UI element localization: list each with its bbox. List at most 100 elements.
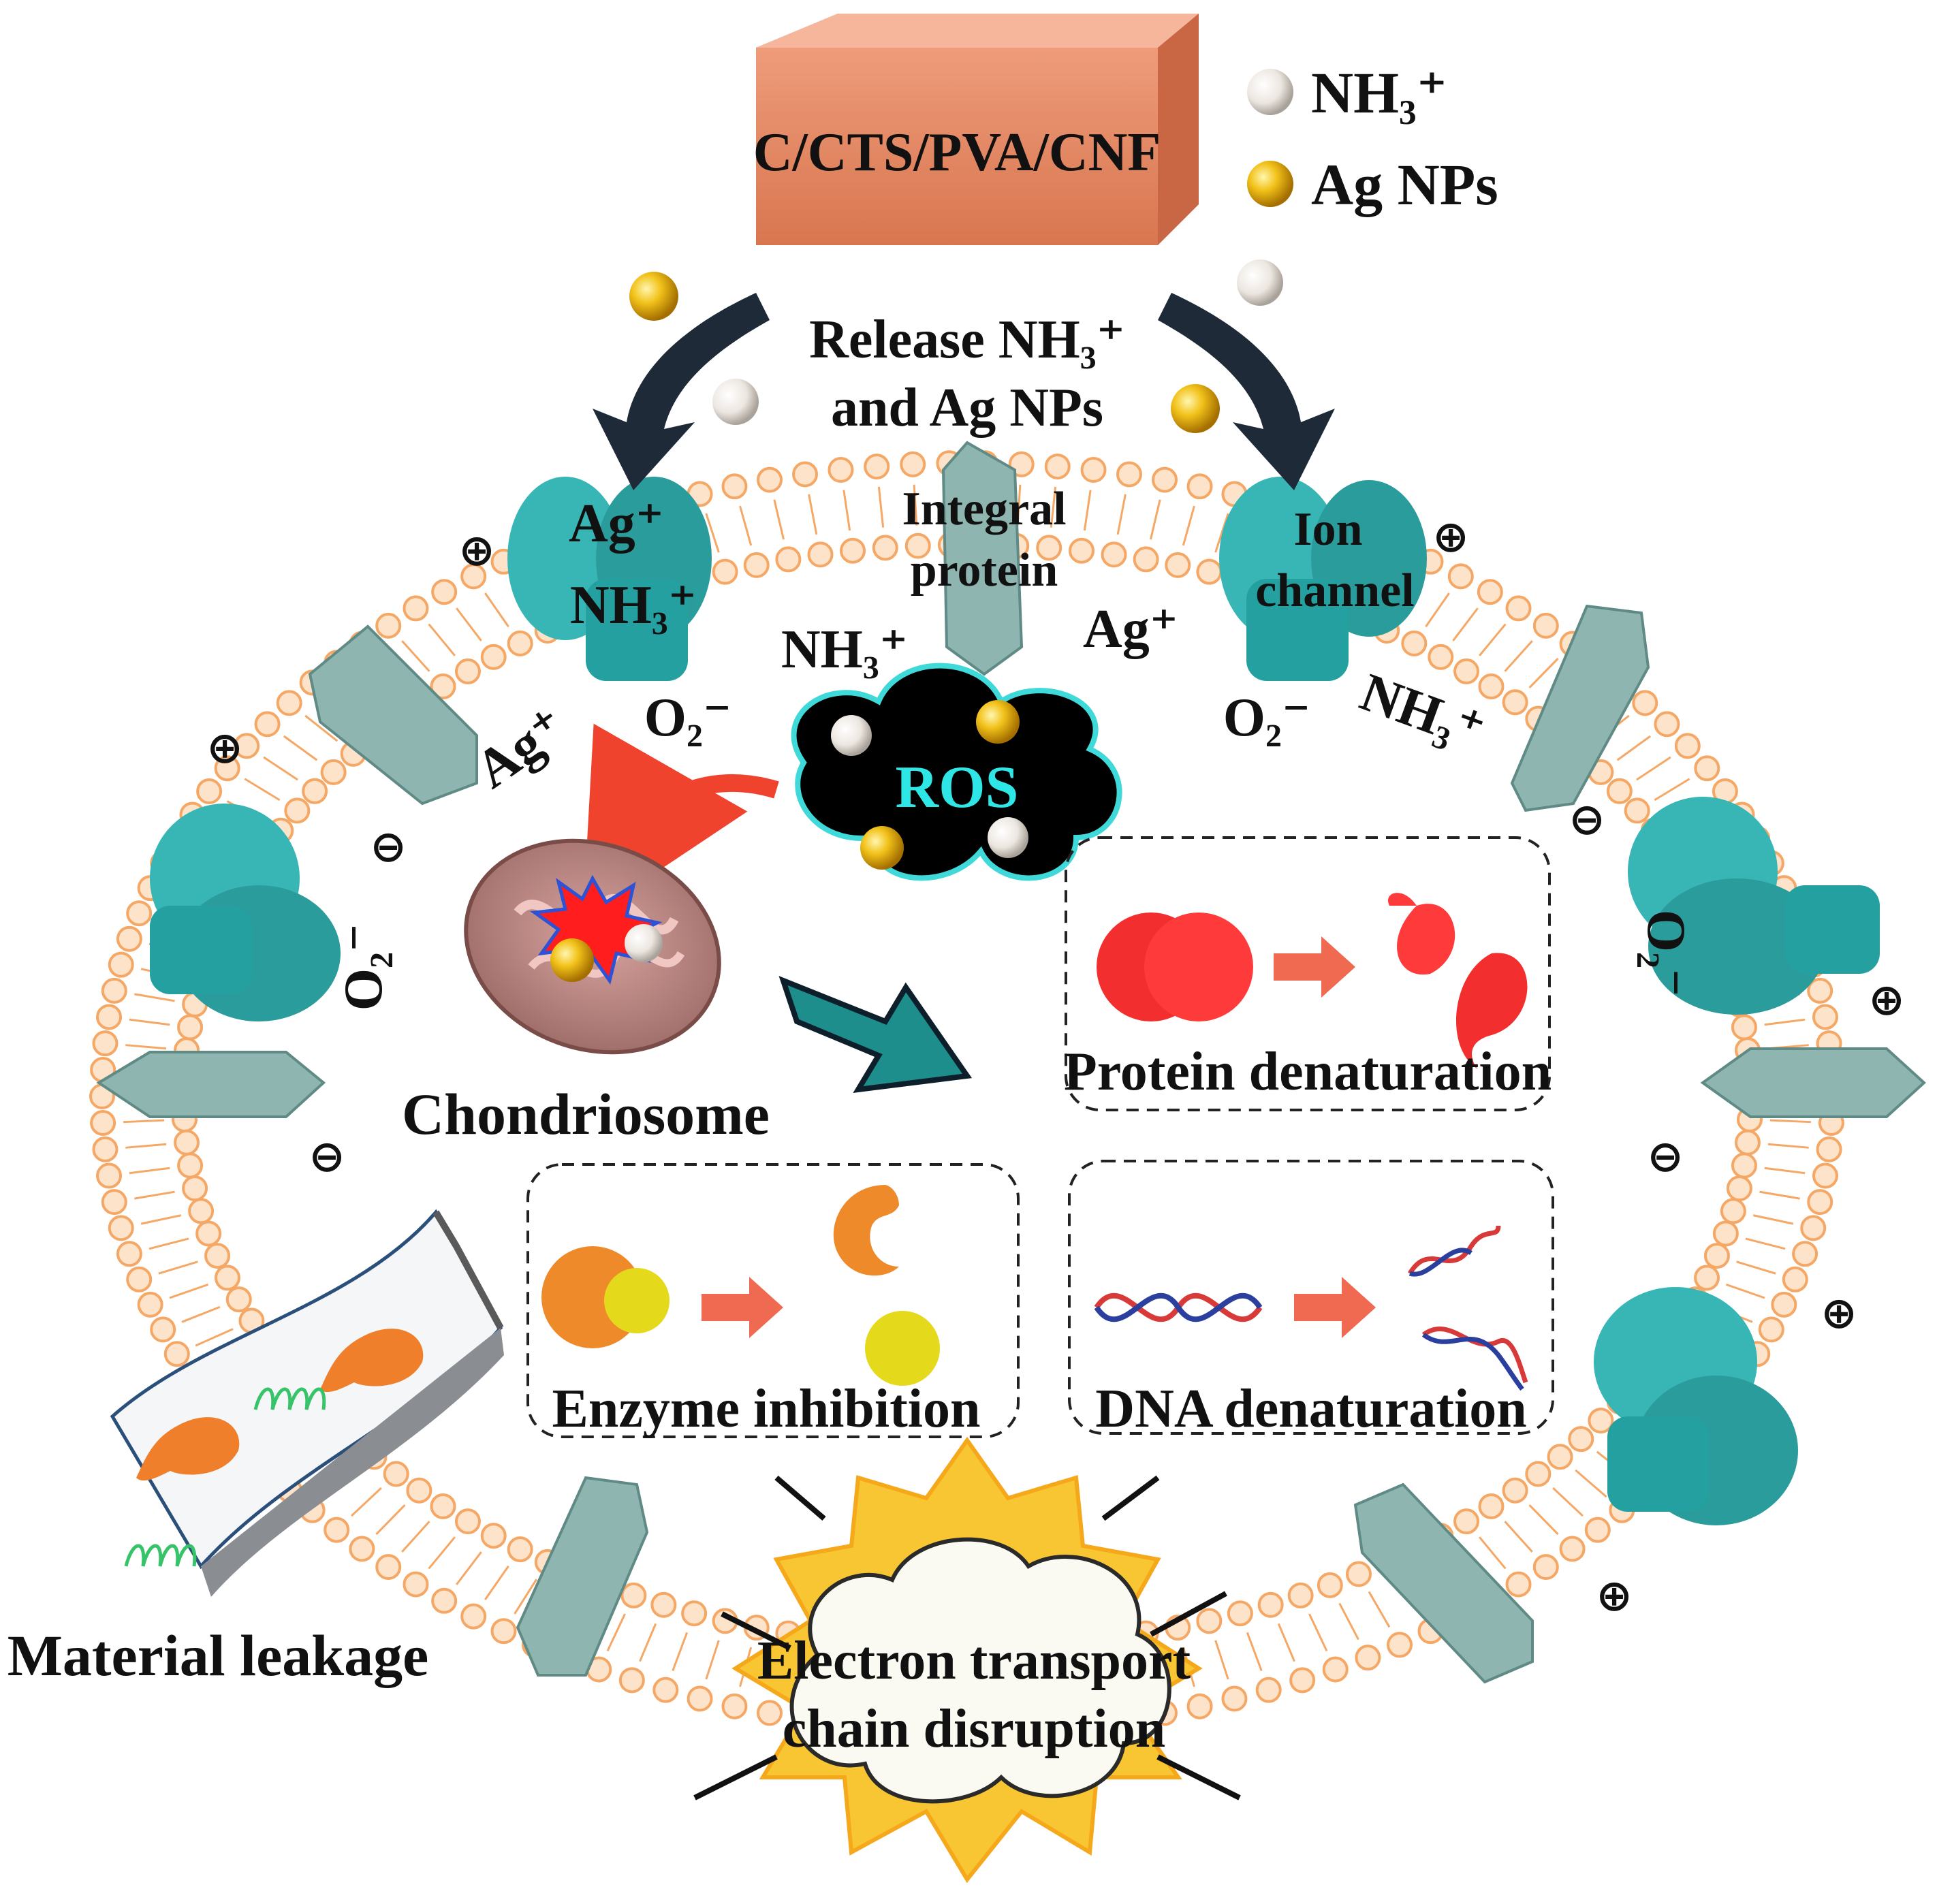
lipid-head xyxy=(1428,644,1454,670)
lipid-head xyxy=(150,1316,176,1343)
dna-denaturation-label: DNA denaturation xyxy=(1095,1379,1526,1439)
lipid-tail xyxy=(1425,592,1450,628)
lipid-head xyxy=(1401,630,1428,656)
ion-channel-right xyxy=(1628,797,1880,1015)
lipid-tail xyxy=(1050,486,1057,528)
lipid-tail xyxy=(739,505,753,546)
lipid-tail xyxy=(1214,513,1229,553)
ion-channel-left xyxy=(150,804,341,1021)
lipid-head xyxy=(1355,1645,1381,1671)
lipid-head xyxy=(1505,595,1532,622)
effect-arrow xyxy=(778,976,973,1093)
lipid-tail xyxy=(672,1632,689,1672)
plus-sign: ⊕ xyxy=(1596,1571,1633,1620)
lipid-tail xyxy=(1116,494,1127,535)
lipid-tail xyxy=(125,1143,167,1149)
free-substrate-icon xyxy=(865,1311,940,1386)
lipid-tail xyxy=(842,490,851,531)
lipid-tail xyxy=(1654,778,1690,802)
lipid-tail xyxy=(134,993,175,1002)
lipid-head xyxy=(1227,1600,1253,1627)
lipid-head xyxy=(108,1215,134,1241)
lipid-tail xyxy=(1552,1487,1584,1517)
ag-legend-label: Ag NPs xyxy=(1311,152,1498,217)
ion-channel-top-left xyxy=(507,477,712,681)
lipid-head xyxy=(1782,1266,1808,1292)
lipid-tail xyxy=(148,1237,189,1250)
lipid-head xyxy=(101,977,127,1004)
lipid-head xyxy=(1532,1554,1559,1581)
leaked-helix-icon xyxy=(124,1544,197,1567)
lipid-tail xyxy=(877,486,885,528)
lipid-head xyxy=(1792,1241,1818,1267)
lipid-head xyxy=(1559,1536,1586,1562)
nh3-particle xyxy=(625,924,663,962)
lipid-head xyxy=(1044,454,1071,480)
lipid-head xyxy=(756,1700,783,1726)
o2-label-inner-right: O₂⁻ xyxy=(1223,688,1310,748)
substrate-icon xyxy=(604,1268,670,1333)
ion-channel-top-right xyxy=(1219,477,1427,681)
lipid-head xyxy=(284,797,311,824)
plus-sign: ⊕ xyxy=(458,526,495,575)
lipid-tail xyxy=(283,735,318,761)
lipid-head xyxy=(1731,1152,1757,1179)
lipid-head xyxy=(1080,456,1107,483)
minus-sign: ⊖ xyxy=(370,822,407,871)
chondriosome xyxy=(464,838,721,1055)
lipid-tail xyxy=(263,756,298,781)
ag-particle xyxy=(550,938,594,982)
lipid-head xyxy=(1477,579,1503,605)
lipid-head xyxy=(375,612,402,639)
integral-protein-line1: Integral xyxy=(902,483,1066,535)
lipid-tail xyxy=(125,1044,167,1050)
enzyme-inhibition-panel: Enzyme inhibition xyxy=(526,1163,1020,1439)
lipid-tail xyxy=(1528,1504,1559,1536)
lipid-head xyxy=(196,778,223,804)
broken-dna-icon xyxy=(1408,1225,1528,1391)
lipid-tail xyxy=(1736,1260,1776,1275)
lipid-head xyxy=(1186,1693,1213,1719)
ion-channels xyxy=(150,477,1880,1525)
ion-channel-line1: Ion xyxy=(1293,503,1362,556)
lipid-head xyxy=(1758,1316,1784,1343)
channel-ag-label: Ag⁺ xyxy=(569,494,664,554)
nh3-legend-label: NH₃⁺ xyxy=(1311,60,1447,125)
nh3-particle xyxy=(1237,259,1283,306)
lipid-head xyxy=(1712,1220,1739,1247)
leaked-helix-icon xyxy=(253,1387,326,1410)
lipid-head xyxy=(1453,1508,1480,1535)
lipid-head xyxy=(681,1600,708,1627)
lipid-head xyxy=(620,1582,647,1608)
lipid-head xyxy=(480,1523,507,1549)
lipid-tail xyxy=(1575,1469,1607,1498)
lipid-head xyxy=(1812,1004,1838,1030)
lipid-head xyxy=(756,466,783,493)
lipid-head xyxy=(1588,1408,1614,1434)
lipid-tail xyxy=(484,1565,509,1600)
lipid-head xyxy=(96,1162,123,1189)
o2-label-right: O₂⁻ xyxy=(1636,910,1696,997)
lipid-tail xyxy=(1338,1602,1359,1640)
lipid-tail xyxy=(606,1613,626,1651)
lipid-head xyxy=(1731,1014,1757,1041)
lipid-head xyxy=(1816,1136,1842,1162)
lipid-head xyxy=(1152,466,1178,493)
lipid-head xyxy=(792,461,819,488)
lipid-tail xyxy=(1616,735,1652,761)
process-arrow xyxy=(1274,936,1355,998)
lipid-head xyxy=(431,1587,458,1614)
lipid-head xyxy=(490,1618,517,1645)
lipid-head xyxy=(1317,1572,1343,1598)
lipid-tail xyxy=(1214,1640,1229,1680)
lipid-head xyxy=(375,1554,402,1581)
lipid-head xyxy=(507,1536,533,1563)
lipid-tail xyxy=(1149,499,1161,540)
lipid-head xyxy=(743,552,770,578)
process-arrow xyxy=(702,1277,783,1338)
process-arrow xyxy=(1294,1277,1376,1338)
lipid-head xyxy=(383,1461,409,1487)
o2-label-inner-left: O₂⁻ xyxy=(644,688,731,748)
lipid-tail xyxy=(1752,1214,1794,1225)
